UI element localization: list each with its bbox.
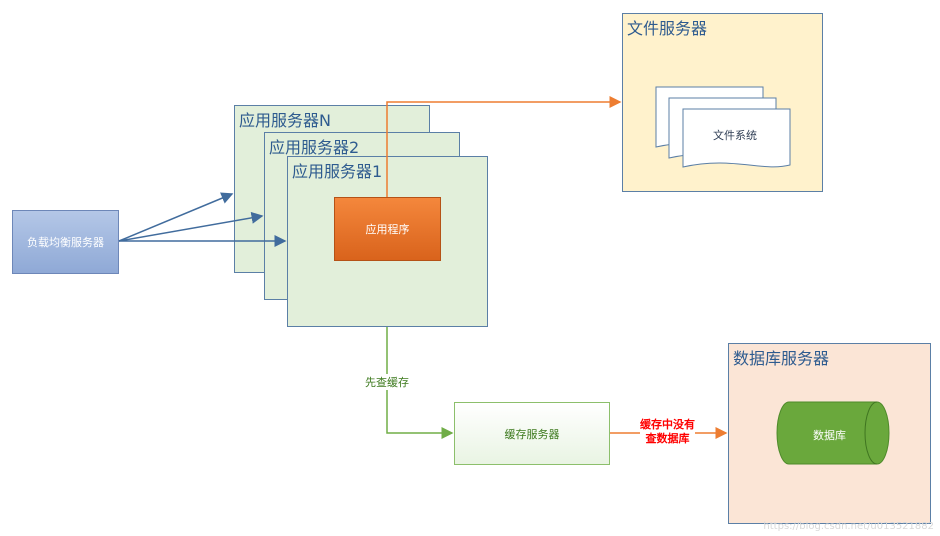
cache-miss-line-1: 缓存中没有 <box>640 418 695 431</box>
check-cache-label: 先查缓存 <box>364 374 410 390</box>
filesystem-label: 文件系统 <box>713 129 757 142</box>
load-balancer-box: 负载均衡服务器 <box>12 210 119 274</box>
cache-server-label: 缓存服务器 <box>504 427 560 441</box>
file-server: 文件服务器 <box>622 13 823 192</box>
database-server-title: 数据库服务器 <box>733 349 830 368</box>
file-server-title: 文件服务器 <box>627 19 708 38</box>
app-server-n-title: 应用服务器N <box>239 111 331 130</box>
app-server-1-title: 应用服务器1 <box>292 162 383 181</box>
app-program-box: 应用程序 <box>334 197 441 261</box>
cache-server-box: 缓存服务器 <box>454 402 610 465</box>
cache-miss-label: 缓存中没有 查数据库 <box>640 418 695 446</box>
cache-miss-line-2: 查数据库 <box>645 432 690 445</box>
app-server-2-title: 应用服务器2 <box>269 138 360 157</box>
app-program-label: 应用程序 <box>365 223 410 236</box>
watermark: https://blog.csdn.net/u013521882 <box>763 521 934 532</box>
load-balancer-label: 负载均衡服务器 <box>27 236 104 249</box>
database-label: 数据库 <box>813 429 846 442</box>
